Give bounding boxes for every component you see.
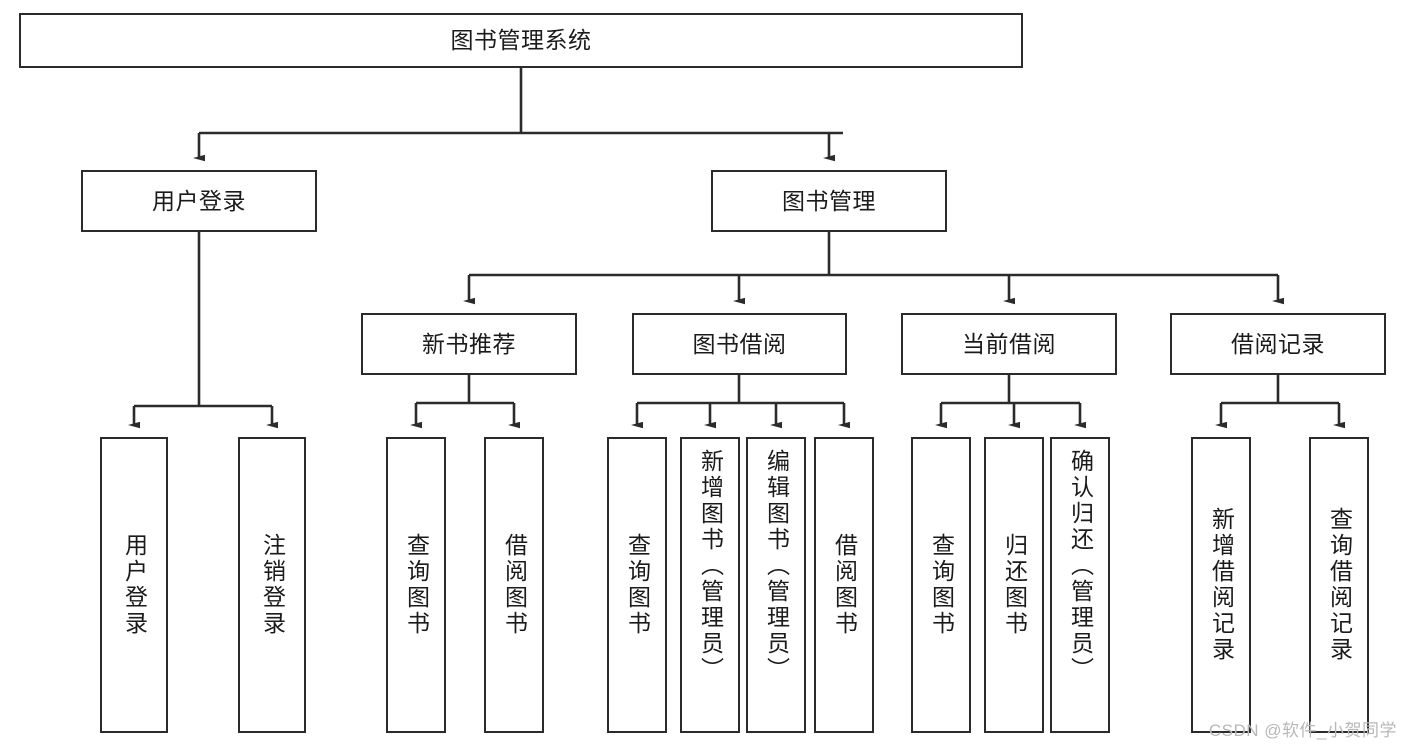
node-user-login-label: 用户登录	[152, 187, 246, 214]
node-leaf-add-book[interactable]: 新增图书（管理员）	[680, 437, 740, 733]
node-leaf-user-logout-label: 注销登录	[259, 533, 286, 637]
node-new-book-recommend[interactable]: 新书推荐	[361, 313, 577, 375]
csdn-watermark: CSDN @软件_小贺同学	[1208, 721, 1397, 740]
node-current-borrow-label: 当前借阅	[962, 330, 1056, 357]
node-leaf-return-book-label: 归还图书	[1001, 533, 1028, 637]
node-leaf-query-record[interactable]: 查询借阅记录	[1309, 437, 1369, 733]
node-leaf-query-book-3[interactable]: 查询图书	[911, 437, 971, 733]
node-leaf-add-record[interactable]: 新增借阅记录	[1191, 437, 1251, 733]
node-borrow-record[interactable]: 借阅记录	[1170, 313, 1386, 375]
node-leaf-borrow-book-2-label: 借阅图书	[831, 533, 858, 637]
node-borrow-record-label: 借阅记录	[1231, 330, 1325, 357]
node-new-book-recommend-label: 新书推荐	[422, 330, 516, 357]
node-root[interactable]: 图书管理系统	[19, 13, 1023, 68]
node-book-manage[interactable]: 图书管理	[711, 170, 947, 232]
node-leaf-query-book-1[interactable]: 查询图书	[386, 437, 446, 733]
node-leaf-confirm-return-label: 确认归还（管理员）	[1067, 449, 1094, 683]
node-leaf-edit-book-label: 编辑图书（管理员）	[763, 449, 790, 683]
node-current-borrow[interactable]: 当前借阅	[901, 313, 1117, 375]
node-leaf-user-login-label: 用户登录	[121, 533, 148, 637]
node-leaf-add-record-label: 新增借阅记录	[1208, 507, 1235, 663]
node-leaf-return-book[interactable]: 归还图书	[984, 437, 1044, 733]
node-leaf-query-book-2[interactable]: 查询图书	[607, 437, 667, 733]
node-book-borrow[interactable]: 图书借阅	[632, 313, 847, 375]
node-leaf-borrow-book-2[interactable]: 借阅图书	[814, 437, 874, 733]
node-leaf-user-login[interactable]: 用户登录	[100, 437, 168, 733]
node-leaf-query-book-3-label: 查询图书	[928, 533, 955, 637]
node-leaf-query-record-label: 查询借阅记录	[1326, 507, 1353, 663]
node-leaf-query-book-1-label: 查询图书	[403, 533, 430, 637]
node-book-manage-label: 图书管理	[782, 187, 876, 214]
node-leaf-add-book-label: 新增图书（管理员）	[697, 449, 724, 683]
node-leaf-query-book-2-label: 查询图书	[624, 533, 651, 637]
node-leaf-confirm-return[interactable]: 确认归还（管理员）	[1050, 437, 1110, 733]
node-root-label: 图书管理系统	[450, 27, 592, 54]
node-leaf-borrow-book-1-label: 借阅图书	[501, 533, 528, 637]
node-leaf-borrow-book-1[interactable]: 借阅图书	[484, 437, 544, 733]
node-leaf-user-logout[interactable]: 注销登录	[238, 437, 306, 733]
node-leaf-edit-book[interactable]: 编辑图书（管理员）	[746, 437, 806, 733]
node-book-borrow-label: 图书借阅	[692, 330, 787, 357]
node-user-login[interactable]: 用户登录	[81, 170, 317, 232]
